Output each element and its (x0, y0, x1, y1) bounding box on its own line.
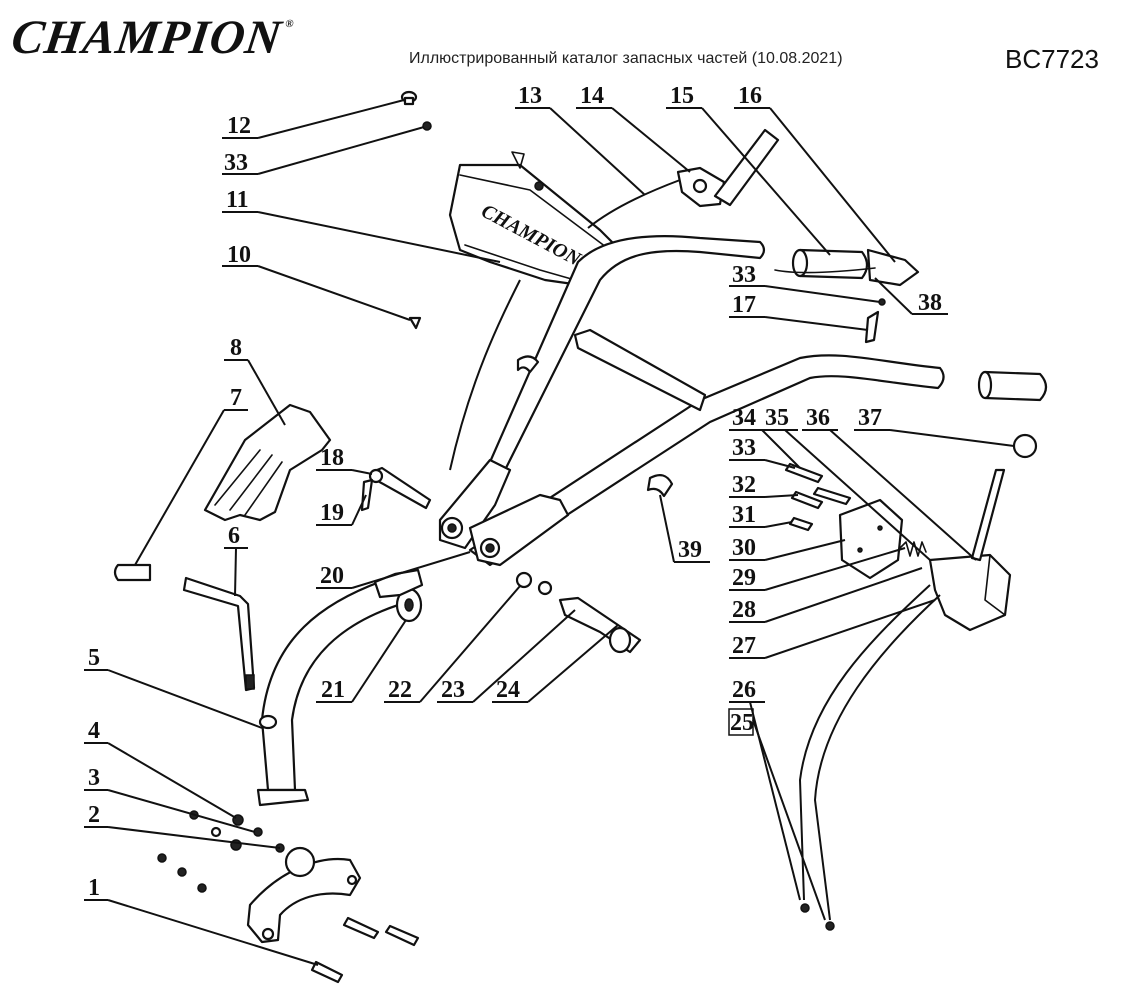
callout-27: 27 (732, 633, 756, 659)
callout-11: 11 (226, 187, 249, 213)
part-19-screw (360, 478, 374, 512)
part-21-gear (373, 568, 424, 623)
callout-26: 26 (732, 677, 756, 703)
catalog-title: Иллюстрированный каталог запасных частей… (409, 50, 843, 67)
upper-handle-tube (713, 128, 780, 207)
callout-15: 15 (670, 83, 694, 109)
callout-28: 28 (732, 597, 756, 623)
part-11-handle-cover: CHAMPION (448, 163, 627, 287)
upper-handlebar (488, 235, 766, 472)
model-number: BC7723 (1005, 44, 1099, 74)
callout-18: 18 (320, 445, 344, 471)
callout-labels: 12 33 11 10 13 14 15 16 33 38 17 8 (84, 83, 1015, 966)
callout-10: 10 (227, 242, 251, 268)
throttle-cable (449, 279, 521, 471)
part-18-pin (368, 466, 432, 510)
parts-drawing: CHAMPION (113, 90, 1048, 984)
callout-36: 36 (806, 405, 830, 431)
handle-cross-bar (573, 328, 707, 412)
part-36-rod (970, 468, 1006, 562)
callout-2: 2 (88, 802, 100, 828)
callout-33-right: 33 (732, 262, 756, 288)
callout-39: 39 (678, 537, 702, 563)
callout-13: 13 (518, 83, 542, 109)
callout-38: 38 (918, 290, 942, 316)
part-23-washer (537, 580, 553, 596)
part-29-spring (899, 541, 927, 557)
part-12-bolt (400, 90, 418, 106)
part-1-bolts (310, 916, 420, 984)
screw-icon (511, 151, 525, 169)
part-8-chute-cover (203, 403, 332, 522)
callout-16: 16 (738, 83, 762, 109)
callout-5: 5 (88, 645, 100, 671)
callout-30: 30 (732, 535, 756, 561)
nut-icon (534, 181, 544, 191)
callout-33-lower: 33 (732, 435, 756, 461)
part-10-screw (408, 316, 422, 330)
part-37-right-grip (977, 370, 1048, 459)
callout-17: 17 (732, 292, 756, 318)
callout-23: 23 (441, 677, 465, 703)
callout-20: 20 (320, 563, 344, 589)
callout-25: 25 (730, 710, 754, 736)
part-base-plate (246, 846, 362, 944)
cable-clip (516, 355, 540, 374)
callout-3: 3 (88, 765, 100, 791)
callout-7: 7 (230, 385, 242, 411)
callout-24: 24 (496, 677, 520, 703)
callout-32: 32 (732, 472, 756, 498)
part-30-plate (838, 498, 904, 580)
part-13-cable (587, 179, 681, 229)
part-14-clamp (676, 166, 726, 208)
callout-8: 8 (230, 335, 242, 361)
part-6-crank (182, 576, 256, 692)
part-7-sleeve (113, 563, 152, 582)
callout-21: 21 (321, 677, 345, 703)
part-38-lever (774, 248, 920, 287)
callout-12: 12 (227, 113, 251, 139)
page-header: CHAMPION® Иллюстрированный каталог запас… (0, 0, 1139, 86)
part-22-washer (515, 571, 533, 589)
callout-1: 1 (88, 875, 100, 901)
callout-29: 29 (732, 565, 756, 591)
callout-19: 19 (320, 500, 344, 526)
callout-31: 31 (732, 502, 756, 528)
part-25-26-cables (798, 584, 941, 931)
part-17-screw (864, 310, 880, 344)
callout-6: 6 (228, 523, 240, 549)
callout-4: 4 (88, 718, 100, 744)
callout-22: 22 (388, 677, 412, 703)
callout-14: 14 (580, 83, 604, 109)
part-39-clip (646, 473, 674, 498)
part-33-nut (422, 121, 432, 131)
callout-37: 37 (858, 405, 882, 431)
callout-35: 35 (765, 405, 789, 431)
callout-33-top: 33 (224, 150, 248, 176)
part-27-control-box (928, 553, 1012, 632)
callout-34: 34 (732, 405, 756, 431)
part-24-crank-handle (558, 596, 642, 654)
